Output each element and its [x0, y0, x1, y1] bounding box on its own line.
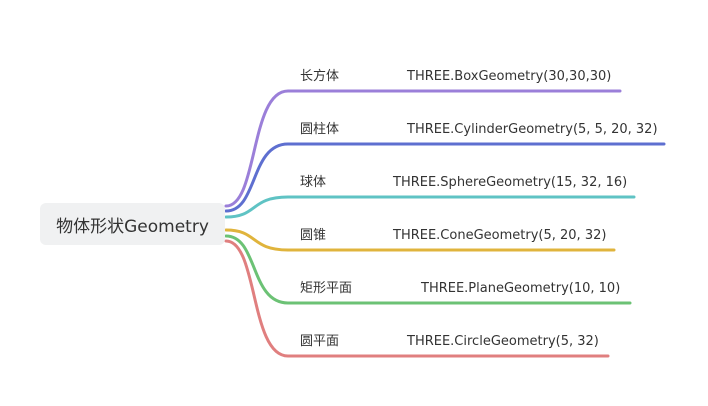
branch-3-connector [224, 195, 636, 219]
branch-5-shape-label[interactable]: 矩形平面 [300, 281, 353, 296]
branch-4-connector [224, 228, 616, 252]
branch-4-code-label[interactable]: THREE.ConeGeometry(5, 20, 32) [393, 228, 607, 243]
branch-1-connector [224, 89, 622, 208]
branch-6-code-label[interactable]: THREE.CircleGeometry(5, 32) [407, 334, 599, 349]
branch-6-shape-label[interactable]: 圆平面 [300, 334, 340, 349]
branch-1-shape-label[interactable]: 长方体 [300, 69, 340, 84]
branch-4-shape-label[interactable]: 圆锥 [300, 228, 327, 243]
branch-5-connector [224, 234, 632, 305]
branch-1-code-label[interactable]: THREE.BoxGeometry(30,30,30) [407, 69, 612, 84]
branch-2-code-label[interactable]: THREE.CylinderGeometry(5, 5, 20, 32) [407, 122, 658, 137]
branch-2-shape-label[interactable]: 圆柱体 [300, 122, 340, 137]
branch-3-code-label[interactable]: THREE.SphereGeometry(15, 32, 16) [393, 175, 628, 190]
branch-5-code-label[interactable]: THREE.PlaneGeometry(10, 10) [421, 281, 621, 296]
root-label: 物体形状Geometry [56, 216, 209, 237]
root-node[interactable]: 物体形状Geometry [40, 203, 225, 245]
branch-2-connector [224, 142, 666, 213]
branch-3-shape-label[interactable]: 球体 [300, 175, 327, 190]
branch-6-connector [224, 239, 610, 358]
